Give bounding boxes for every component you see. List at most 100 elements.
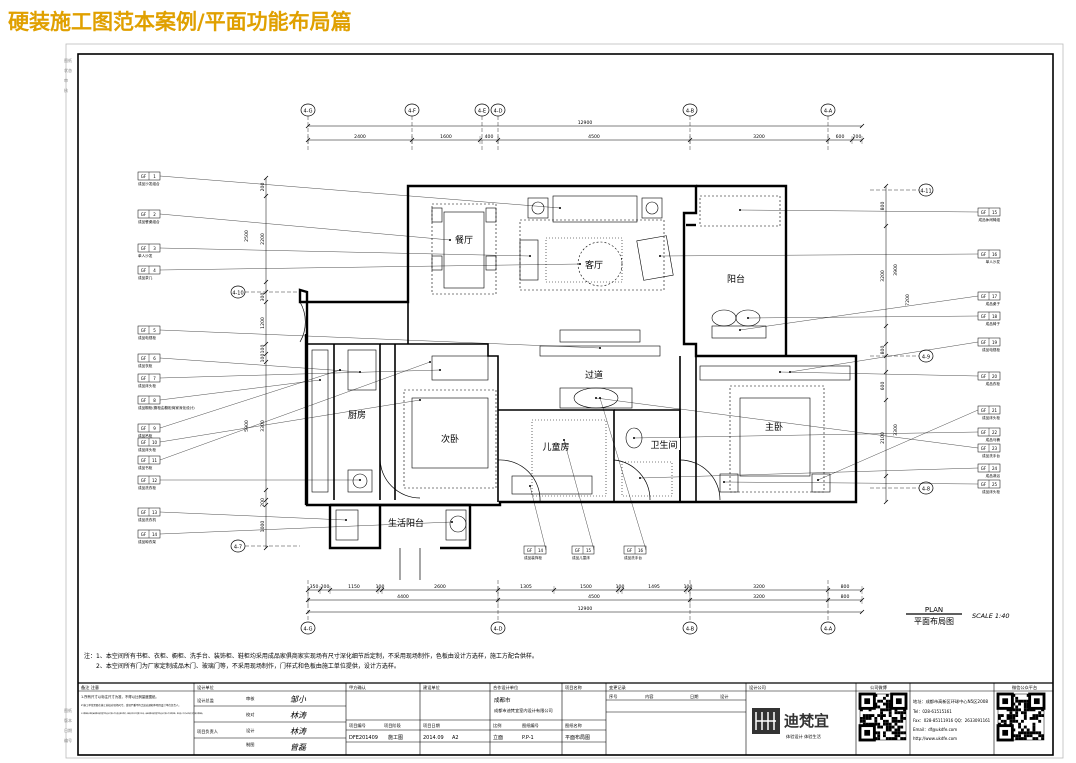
dimension-total-top: 12900 [578,120,593,126]
tag-description: 成品电视柜 [138,335,156,340]
dimension-label: 3200 [753,584,765,590]
dimension-label: 2600 [434,584,446,590]
tb-remark-3: 3.本套图纸之版权属成都市迪梵宜室内设计有限公司与建设单位所有，图纸仅供本工程施… [81,712,204,715]
axis-bubble-top: 4-D [494,109,503,115]
tag-number: 9 [153,426,156,431]
svg-text:状态: 状态 [64,67,72,73]
dimension-label: 200 [853,134,862,140]
room-label-corridor: 过道 [585,369,603,381]
dimension-total-bottom: 12900 [578,606,593,612]
axis-bubble-right: 4-11 [920,189,931,195]
axis-bubble-top: 4-F [408,109,416,115]
tag-description: 成品晾衣架 [138,539,156,544]
tb-project-no: DFE201409 [349,735,378,741]
axis-bubble-top: 4-B [686,109,695,115]
tb-partner: 成都市迪梵宜室内设计有限公司 [494,707,553,714]
axis-bubble-bottom: 4-A [824,627,833,633]
svg-text:编号: 编号 [64,737,72,743]
tag-description: 成品装饰柜 [524,555,542,560]
tag-code: GF [627,548,633,553]
tag-code: GF [141,398,147,403]
tb-design: 设计 [246,727,254,734]
axis-bubble-bottom: 4-G [303,627,312,633]
tag-description: 成品床头柜 [138,447,156,452]
tb-design-supervisor: 设计总监 [197,697,214,704]
room-label-service-balcony: 生活阳台 [388,517,424,529]
tag-description: 成品餐桌组合 [138,219,160,224]
tb-sign-4: 曾磊 [290,743,307,752]
dimension-label: 3200 [753,594,765,600]
tag-description: 成品橱柜(橱柜由橱柜商家深化设计) [138,405,195,410]
tag-description: 成品衣柜 [138,363,153,368]
tag-code: GF [981,210,987,215]
tag-code: GF [141,458,147,463]
axis-bubble-top: 4-G [303,109,312,115]
tag-code: GF [141,328,147,333]
tag-code: GF [141,174,147,179]
dimension-label: 2200 [260,233,266,245]
tb-qr-label: 公司微博 [870,684,888,691]
tb-sign-2: 林涛 [290,711,307,720]
tb-construction-unit: 建设单位 [423,684,440,691]
tb-date2-label: 日期 [690,694,698,700]
tb-drawing-no-label: 图纸编号 [522,722,539,729]
room-label-master-bedroom: 主卧 [765,421,783,433]
title-block-text: 备注 注意 1.所有尺寸以标注尺寸为准，不得以比例量度图纸。 2.施工单位需要在… [81,684,1037,752]
dimension-label: 200 [321,584,330,590]
tag-code: GF [981,466,987,471]
svg-text:日期: 日期 [64,727,72,733]
dimension-label: 600 [880,382,886,391]
tag-number: 25 [992,482,998,487]
dimension-label: 3200 [753,134,765,140]
tag-description: 成品电视柜 [982,347,1000,352]
tag-code: GF [141,440,147,445]
tag-code: GF [141,510,147,515]
tb-seq-label: 序号 [609,693,617,700]
tag-description: 成品床头柜 [982,489,1000,494]
tag-number: 4 [153,268,156,273]
tag-number: 18 [992,314,998,319]
tb-remarks-label: 备注 注意 [81,684,99,691]
tb-ratio: 立面 [493,734,503,741]
room-label-kids-room: 儿童房 [542,441,569,453]
tag-code: GF [141,426,147,431]
tag-number: 3 [153,246,156,251]
tb-drawing-no: P.P-1 [522,735,534,741]
dimension-label: 800 [841,584,850,590]
tag-code: GF [141,212,147,217]
tb-stage-label: 项目阶段 [384,722,402,729]
dimension-label: 2400 [354,134,366,140]
tag-description: 单人沙发 [986,259,1001,264]
tag-code: GF [981,340,987,345]
dimension-label: 1600 [440,134,452,140]
tag-description: 成品洗手台 [624,555,642,560]
room-label-dining: 餐厅 [455,234,473,246]
axis-bubble-top: 4-A [824,109,833,115]
tag-code: GF [981,430,987,435]
tb-review: 审核 [246,695,255,702]
tb-partner-city: 成都市 [494,696,511,704]
tag-code: GF [141,268,147,273]
tag-code: GF [141,376,147,381]
tag-code: GF [981,374,987,379]
tb-logo-text: 迪梵宜 [784,712,829,730]
tb-content-label: 内容 [645,693,653,700]
svg-text:核: 核 [64,87,68,93]
tb-remark-1: 1.所有尺寸以标注尺寸为准，不得以比例量度图纸。 [81,694,159,699]
tb-project-head: 项目负责人 [197,728,219,735]
dimension-label: 1200 [260,317,266,329]
